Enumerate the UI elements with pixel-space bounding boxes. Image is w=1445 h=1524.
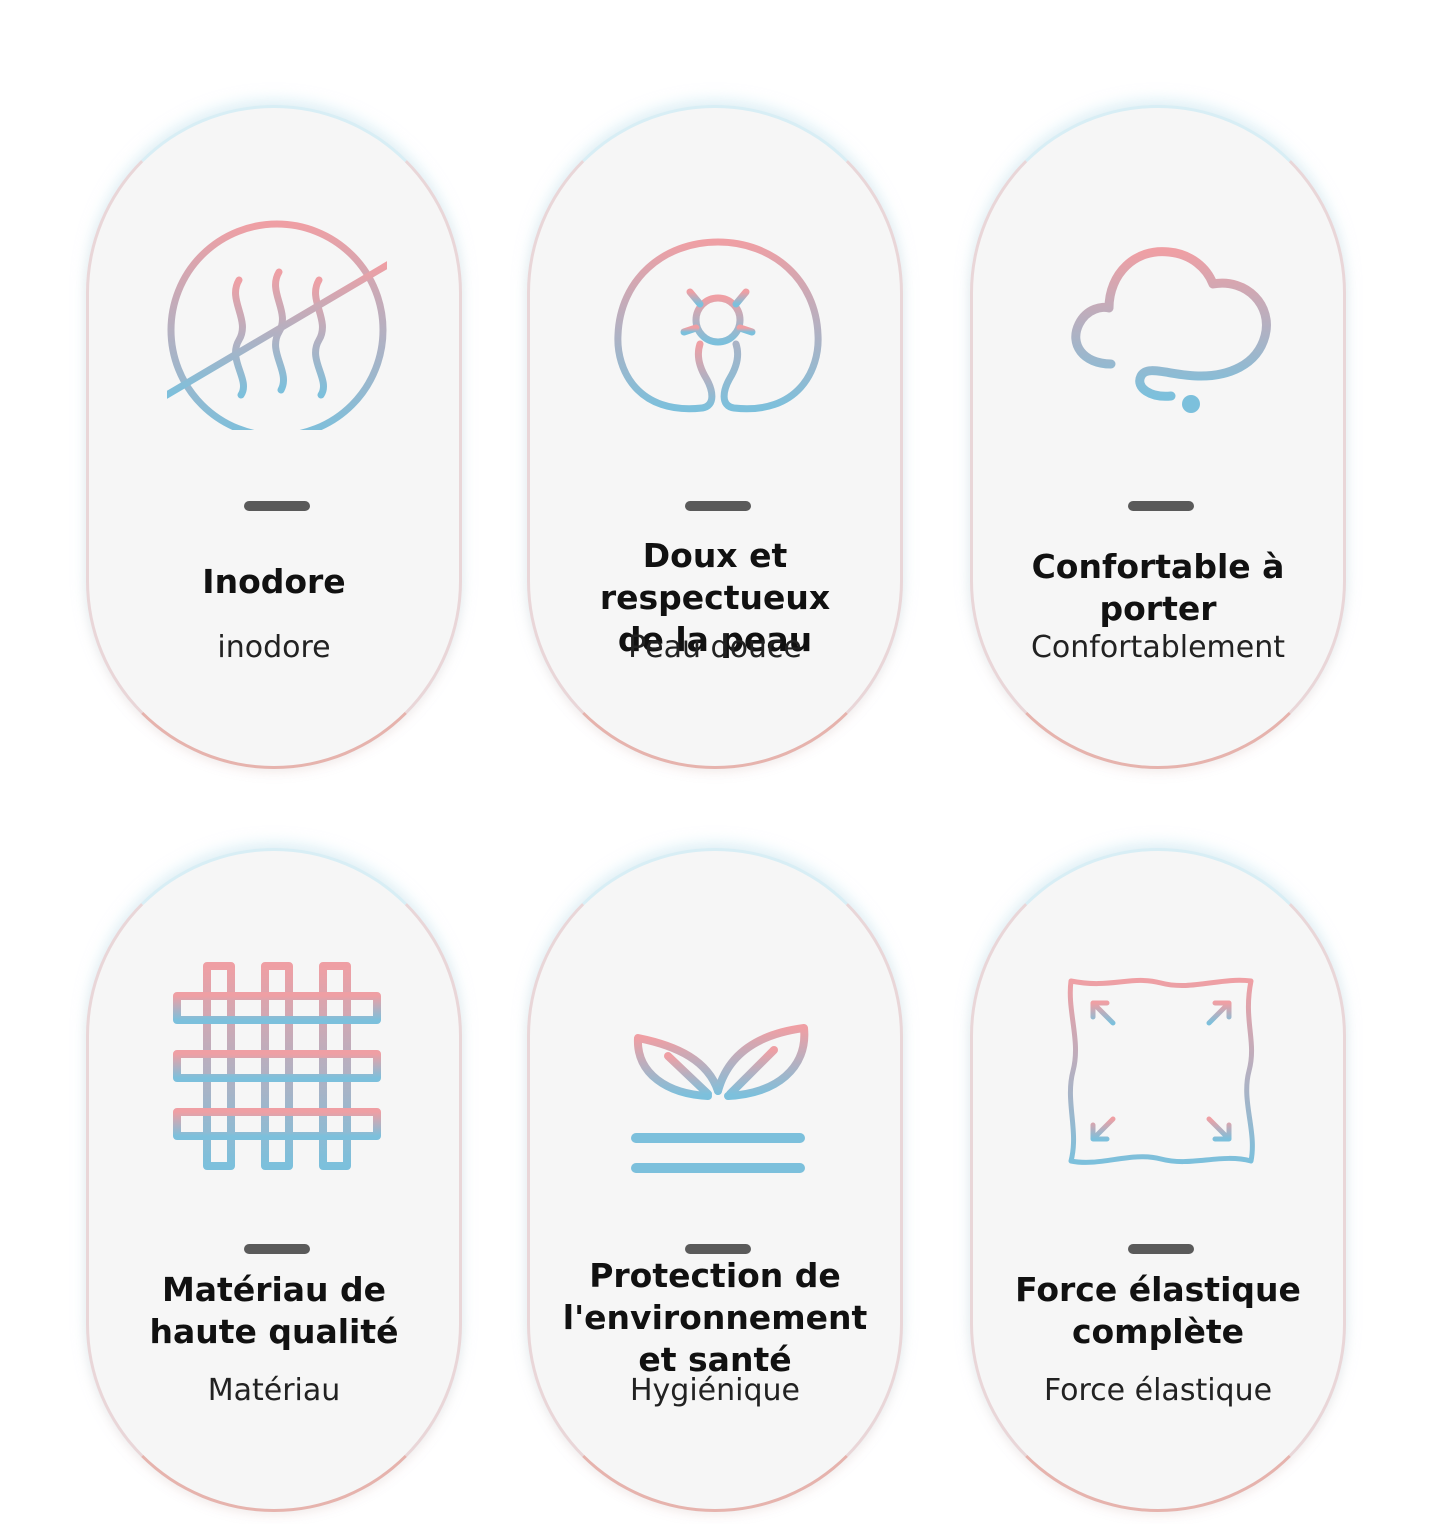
neck-pillow-icon (608, 220, 828, 440)
divider (685, 1244, 751, 1254)
divider (1128, 501, 1194, 511)
feature-card-quality-material: Matériau de haute qualité Matériau (86, 848, 462, 1512)
feature-title: Protection de l'environnement et santé (562, 1256, 868, 1379)
feature-subtitle: Confortablement (1030, 630, 1285, 665)
feature-subtitle: Matériau (207, 1373, 341, 1408)
feature-title: Matériau de haute qualité (149, 1270, 399, 1351)
feature-card-eco-health: Protection de l'environnement et santé H… (527, 848, 903, 1512)
elastic-stretch-icon (1051, 961, 1271, 1181)
divider (1128, 1244, 1194, 1254)
feature-title: Confortable à porter (1031, 547, 1285, 628)
feature-card-soft-skin: Doux et respectueux de la peau Peau douc… (527, 105, 903, 769)
no-odor-icon (167, 210, 387, 430)
feature-card-odorless: Inodore inodore (86, 105, 462, 769)
woven-fabric-icon (167, 956, 387, 1176)
feature-title: Inodore (202, 562, 346, 601)
feature-subtitle: Hygiénique (629, 1373, 800, 1408)
divider (685, 501, 751, 511)
feature-title: Doux et respectueux de la peau (599, 536, 831, 659)
divider (244, 1244, 310, 1254)
feature-subtitle: Peau douce (628, 630, 802, 665)
feature-card-comfortable: Confortable à porter Confortablement (970, 105, 1346, 769)
cloud-icon (1051, 226, 1271, 446)
feature-card-elasticity: Force élastique complète Force élastique (970, 848, 1346, 1512)
feature-subtitle: inodore (217, 630, 331, 665)
divider (244, 501, 310, 511)
feature-subtitle: Force élastique (1043, 1373, 1273, 1408)
leaf-sprout-icon (608, 976, 828, 1196)
feature-title: Force élastique complète (1015, 1270, 1301, 1351)
